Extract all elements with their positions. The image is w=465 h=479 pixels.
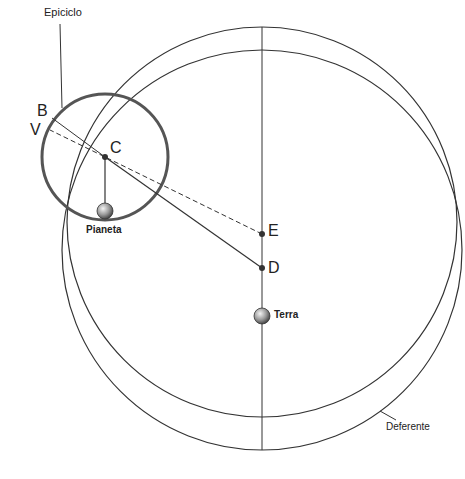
axis-line: [262, 27, 263, 450]
radius-line: [104, 157, 105, 204]
point-dot: [259, 231, 265, 237]
part-label: Deferente: [386, 421, 430, 433]
point-dot: [102, 154, 108, 160]
part-label: Epiciclo: [44, 6, 82, 19]
equant-line: [50, 130, 262, 234]
part-label: Terra: [274, 309, 298, 321]
planet-sphere: [97, 203, 113, 219]
center-line: [105, 157, 262, 268]
point-label: C: [110, 139, 122, 157]
leader-line: [380, 411, 396, 420]
point-label: V: [30, 121, 41, 139]
point-label: B: [37, 102, 48, 120]
earth-sphere: [254, 308, 270, 324]
epicycle-circle: [42, 94, 168, 220]
radius-line: [52, 118, 105, 157]
leader-line: [60, 24, 62, 108]
part-label: Pianeta: [86, 224, 122, 236]
point-label: E: [268, 222, 279, 240]
point-dot: [259, 265, 265, 271]
point-label: D: [268, 259, 280, 277]
